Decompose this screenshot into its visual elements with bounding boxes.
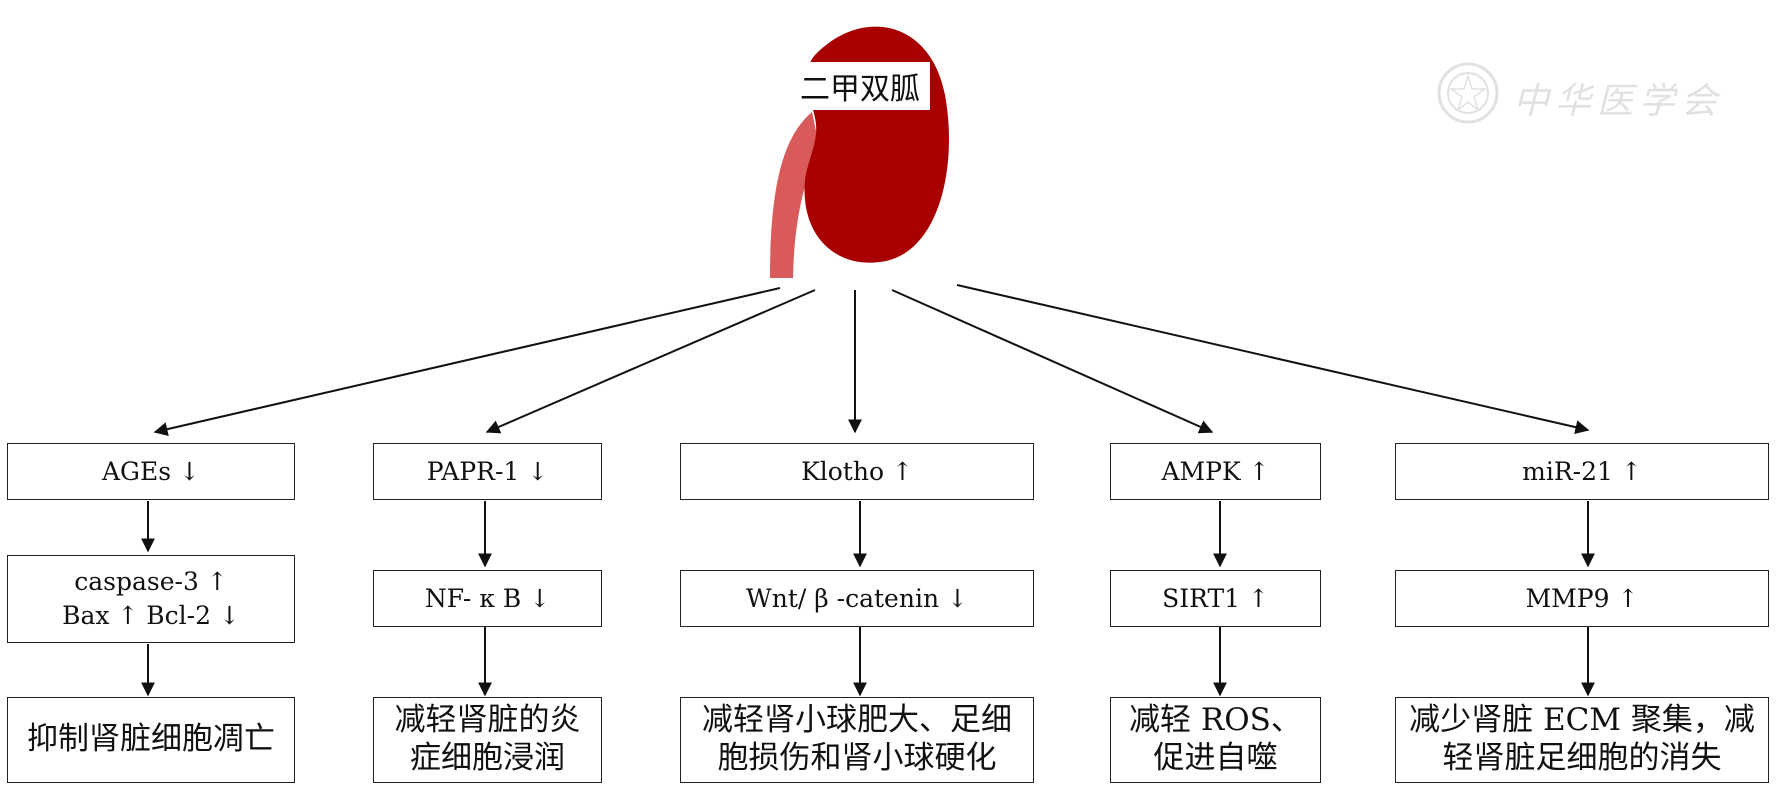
effect-line: 轻肾脏足细胞的消失 bbox=[1442, 740, 1722, 776]
mediator-box-wnt: Wnt/ β -catenin ↓ bbox=[680, 570, 1034, 627]
arrow-to-mir21 bbox=[956, 284, 1590, 435]
target-label: PAPR-1 ↓ bbox=[426, 456, 549, 486]
watermark-text: 中华医学会 bbox=[1513, 81, 1724, 122]
effect-line: 减轻 ROS、 bbox=[1129, 702, 1302, 739]
target-box-papr1: PAPR-1 ↓ bbox=[373, 443, 602, 500]
effect-box-inflammation: 减轻肾脏的炎 症细胞浸润 bbox=[373, 697, 602, 783]
publisher-watermark: 中华医学会 bbox=[1435, 58, 1745, 128]
effect-line: 减轻肾脏的炎 bbox=[394, 702, 581, 739]
ureter-shape bbox=[770, 112, 820, 278]
mediator-box-nfkb: NF- κ B ↓ bbox=[373, 570, 602, 627]
target-label: AMPK ↑ bbox=[1161, 456, 1270, 486]
mediator-line: caspase-3 ↑ bbox=[74, 567, 228, 597]
arrow-to-ages bbox=[153, 287, 781, 436]
effect-line: 抑制肾脏细胞凋亡 bbox=[27, 721, 275, 758]
mediator-box-mmp9: MMP9 ↑ bbox=[1395, 570, 1769, 627]
mediator-line: Wnt/ β -catenin ↓ bbox=[746, 583, 968, 613]
effect-line: 减少肾脏 ECM 聚集，减 bbox=[1409, 702, 1755, 739]
arrow-to-papr1 bbox=[485, 289, 816, 434]
effect-box-ros: 减轻 ROS、 促进自噬 bbox=[1110, 697, 1321, 783]
effect-box-ecm: 减少肾脏 ECM 聚集，减 轻肾脏足细胞的消失 bbox=[1395, 697, 1769, 783]
effect-box-glomerular: 减轻肾小球肥大、足细 胞损伤和肾小球硬化 bbox=[680, 697, 1034, 783]
mediator-line: MMP9 ↑ bbox=[1525, 583, 1639, 613]
publisher-seal-icon bbox=[1437, 62, 1499, 124]
target-box-mir21: miR-21 ↑ bbox=[1395, 443, 1769, 500]
drug-label: 二甲双胍 bbox=[790, 62, 930, 110]
effect-box-apoptosis: 抑制肾脏细胞凋亡 bbox=[7, 697, 295, 783]
target-label: miR-21 ↑ bbox=[1522, 456, 1642, 486]
target-label: AGEs ↓ bbox=[102, 456, 200, 486]
target-box-ampk: AMPK ↑ bbox=[1110, 443, 1321, 500]
effect-line: 促进自噬 bbox=[1153, 740, 1278, 776]
target-box-klotho: Klotho ↑ bbox=[680, 443, 1034, 500]
effect-line: 症细胞浸润 bbox=[410, 740, 565, 776]
effect-line: 减轻肾小球肥大、足细 bbox=[702, 702, 1012, 739]
mediator-box-caspase: caspase-3 ↑ Bax ↑ Bcl-2 ↓ bbox=[7, 555, 295, 643]
mediator-line: NF- κ B ↓ bbox=[424, 583, 551, 613]
effect-line: 胞损伤和肾小球硬化 bbox=[717, 740, 997, 776]
mediator-line: Bax ↑ Bcl-2 ↓ bbox=[62, 601, 240, 630]
target-label: Klotho ↑ bbox=[801, 456, 913, 486]
target-box-ages: AGEs ↓ bbox=[7, 443, 295, 500]
arrow-to-ampk bbox=[891, 289, 1214, 434]
mediator-box-sirt1: SIRT1 ↑ bbox=[1110, 570, 1321, 627]
mediator-line: SIRT1 ↑ bbox=[1162, 583, 1269, 613]
